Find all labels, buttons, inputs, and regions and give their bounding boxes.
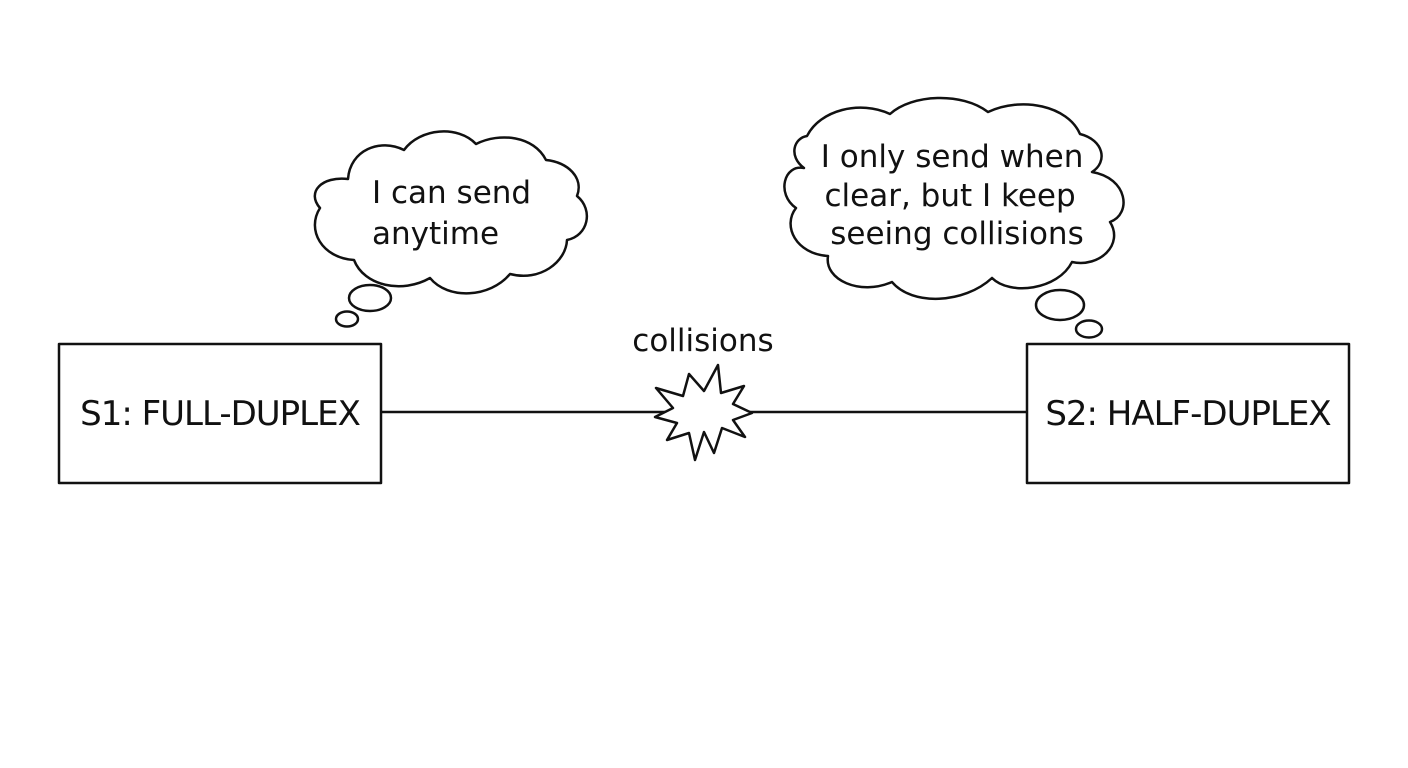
thought-dot-right-large — [1034, 288, 1086, 322]
burst-icon — [653, 363, 754, 462]
collision-label: collisions — [632, 323, 773, 359]
thought-right-line-1: I only send when — [821, 139, 1084, 175]
thought-left-line-2: anytime — [372, 216, 499, 252]
thought-dot-left-large — [347, 283, 393, 313]
thought-text-left: I can send anytime — [372, 175, 541, 252]
thought-right-line-2: clear, but I keep — [824, 178, 1075, 214]
switch-right-box — [1025, 342, 1351, 485]
thought-cloud-right-icon — [783, 96, 1125, 300]
switch-right: S2: HALF-DUPLEX — [1025, 342, 1351, 485]
thought-dot-left-small — [334, 310, 360, 328]
thought-text-right: I only send when clear, but I keep seein… — [821, 139, 1093, 252]
thought-cloud-left-icon — [313, 130, 588, 295]
switch-right-label: S2: HALF-DUPLEX — [1045, 394, 1331, 434]
switch-left: S1: FULL-DUPLEX — [57, 342, 383, 485]
thought-dot-right-small — [1074, 319, 1104, 339]
thought-right-line-3: seeing collisions — [830, 216, 1083, 252]
switch-left-box — [57, 342, 383, 485]
thought-bubble-right: I only send when clear, but I keep seein… — [783, 96, 1125, 339]
thought-bubble-left: I can send anytime — [313, 130, 588, 328]
thought-left-line-1: I can send — [372, 175, 531, 211]
switch-left-label: S1: FULL-DUPLEX — [80, 394, 360, 434]
